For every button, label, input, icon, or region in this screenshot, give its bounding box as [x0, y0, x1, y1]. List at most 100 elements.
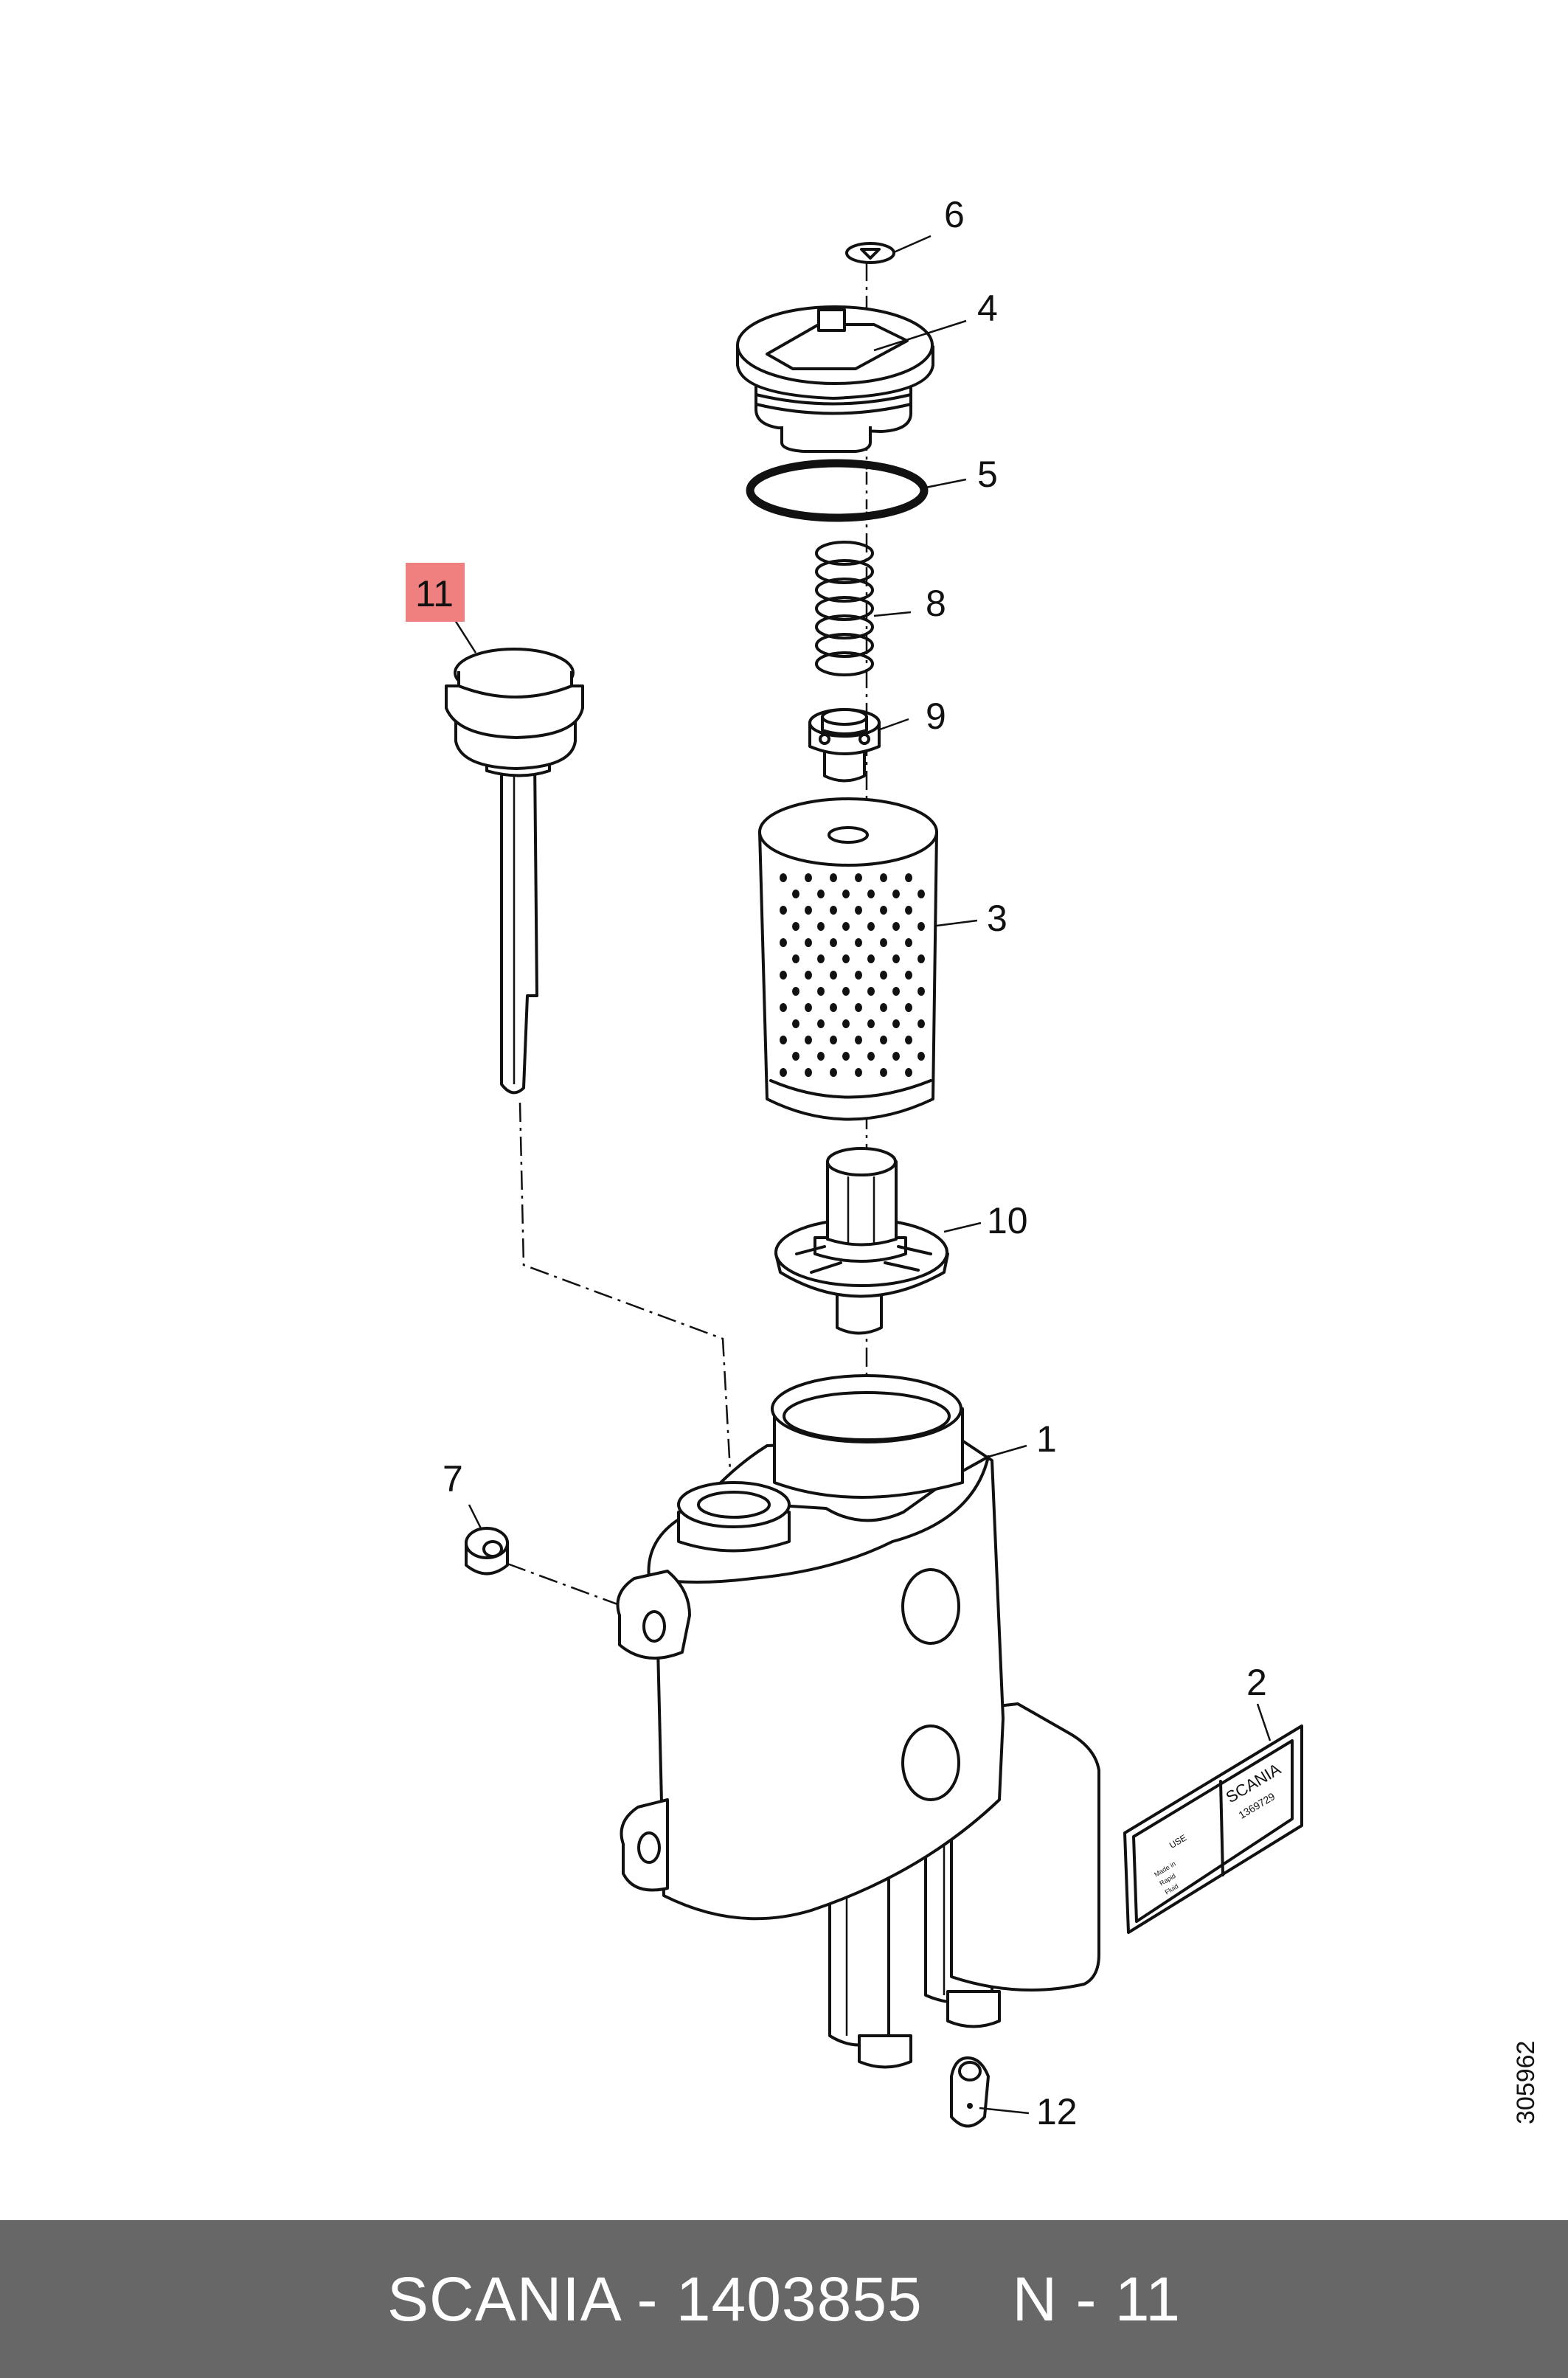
part-4-cap [736, 305, 934, 453]
footer-bar: SCANIA - 1403855 N - 11 [0, 2220, 1568, 2378]
filter-hole [805, 1036, 812, 1044]
dipstick-axis-line [518, 1102, 733, 1498]
filter-hole [792, 922, 799, 931]
filter-hole [892, 922, 900, 931]
filter-hole [817, 987, 825, 996]
filter-hole [867, 987, 875, 996]
filter-hole [792, 1019, 799, 1028]
filter-hole [805, 1068, 812, 1077]
callout-11-highlight [406, 563, 465, 622]
filter-hole [805, 1003, 812, 1012]
filter-hole [780, 906, 787, 915]
filter-hole [880, 1036, 887, 1044]
filter-hole [805, 873, 812, 882]
filter-hole [855, 938, 862, 947]
filter-hole [780, 971, 787, 980]
filter-hole [805, 971, 812, 980]
filter-hole [867, 954, 875, 963]
callout-4: 4 [977, 288, 998, 329]
filter-perforation-holes [780, 873, 925, 1077]
callout-11: 11 [415, 573, 454, 614]
filter-hole [842, 954, 850, 963]
filter-hole [905, 1003, 912, 1012]
filter-hole [917, 1052, 925, 1061]
callout-2: 2 [1246, 1662, 1267, 1703]
filter-hole [830, 906, 837, 915]
filter-hole [917, 1019, 925, 1028]
callout-12: 12 [1036, 2091, 1078, 2132]
filter-hole [780, 938, 787, 947]
callout-3: 3 [987, 898, 1007, 939]
filter-hole [830, 938, 837, 947]
part-12-clip [950, 2056, 990, 2128]
filter-hole [880, 1068, 887, 1077]
part-1-reservoir [616, 1374, 1100, 2069]
filter-hole [842, 1019, 850, 1028]
filter-hole [917, 954, 925, 963]
filter-hole [905, 938, 912, 947]
callout-6: 6 [944, 194, 965, 235]
filter-hole [892, 987, 900, 996]
filter-hole [867, 890, 875, 898]
callout-1: 1 [1036, 1418, 1057, 1460]
filter-hole [867, 922, 875, 931]
filter-hole [817, 922, 825, 931]
filter-hole [830, 1036, 837, 1044]
filter-hole [842, 1052, 850, 1061]
filter-hole [855, 971, 862, 980]
filter-hole [917, 922, 925, 931]
filter-hole [817, 890, 825, 898]
callout-7: 7 [443, 1458, 463, 1500]
filter-hole [842, 922, 850, 931]
part-3-filter-cartridge [758, 797, 938, 1121]
part-7-plug [465, 1527, 509, 1575]
filter-hole [792, 987, 799, 996]
filter-hole [780, 1003, 787, 1012]
filter-hole [867, 1052, 875, 1061]
filter-hole [855, 873, 862, 882]
part-6-plate [845, 242, 895, 264]
filter-hole [917, 987, 925, 996]
filter-hole [905, 1068, 912, 1077]
filter-hole [905, 906, 912, 915]
part-9-valve [808, 708, 881, 783]
callout-9: 9 [926, 696, 946, 737]
filter-hole [880, 873, 887, 882]
filter-hole [880, 906, 887, 915]
filter-hole [817, 1019, 825, 1028]
filter-hole [830, 971, 837, 980]
filter-hole [780, 1068, 787, 1077]
filter-hole [855, 1068, 862, 1077]
filter-hole [805, 938, 812, 947]
filter-hole [892, 1019, 900, 1028]
filter-hole [780, 873, 787, 882]
filter-hole [905, 873, 912, 882]
filter-hole [867, 1019, 875, 1028]
filter-hole [892, 954, 900, 963]
callout-10: 10 [987, 1200, 1028, 1241]
part-11-dipstick [445, 648, 584, 1095]
filter-hole [880, 1003, 887, 1012]
filter-hole [830, 873, 837, 882]
filter-hole [830, 1003, 837, 1012]
filter-hole [905, 1036, 912, 1044]
filter-hole [830, 1068, 837, 1077]
filter-hole [880, 938, 887, 947]
filter-hole [917, 890, 925, 898]
callout-5: 5 [977, 454, 998, 495]
callout-8: 8 [926, 583, 946, 624]
filter-hole [842, 987, 850, 996]
filter-hole [905, 971, 912, 980]
part-8-spring [815, 541, 874, 676]
leader-lines [448, 235, 1272, 2115]
footer-part-label: SCANIA - 1403855 N - 11 [387, 2264, 1181, 2334]
reference-code: 305962 [1512, 2040, 1540, 2124]
filter-hole [855, 906, 862, 915]
filter-hole [855, 1036, 862, 1044]
part-5-o-ring [746, 459, 929, 522]
filter-hole [792, 890, 799, 898]
part-2-decal: SCANIA 1369729 USE Made in Rapid Fluid [1123, 1724, 1303, 1934]
filter-hole [855, 1003, 862, 1012]
part-10-centre-tube [774, 1147, 949, 1335]
filter-hole [817, 1052, 825, 1061]
